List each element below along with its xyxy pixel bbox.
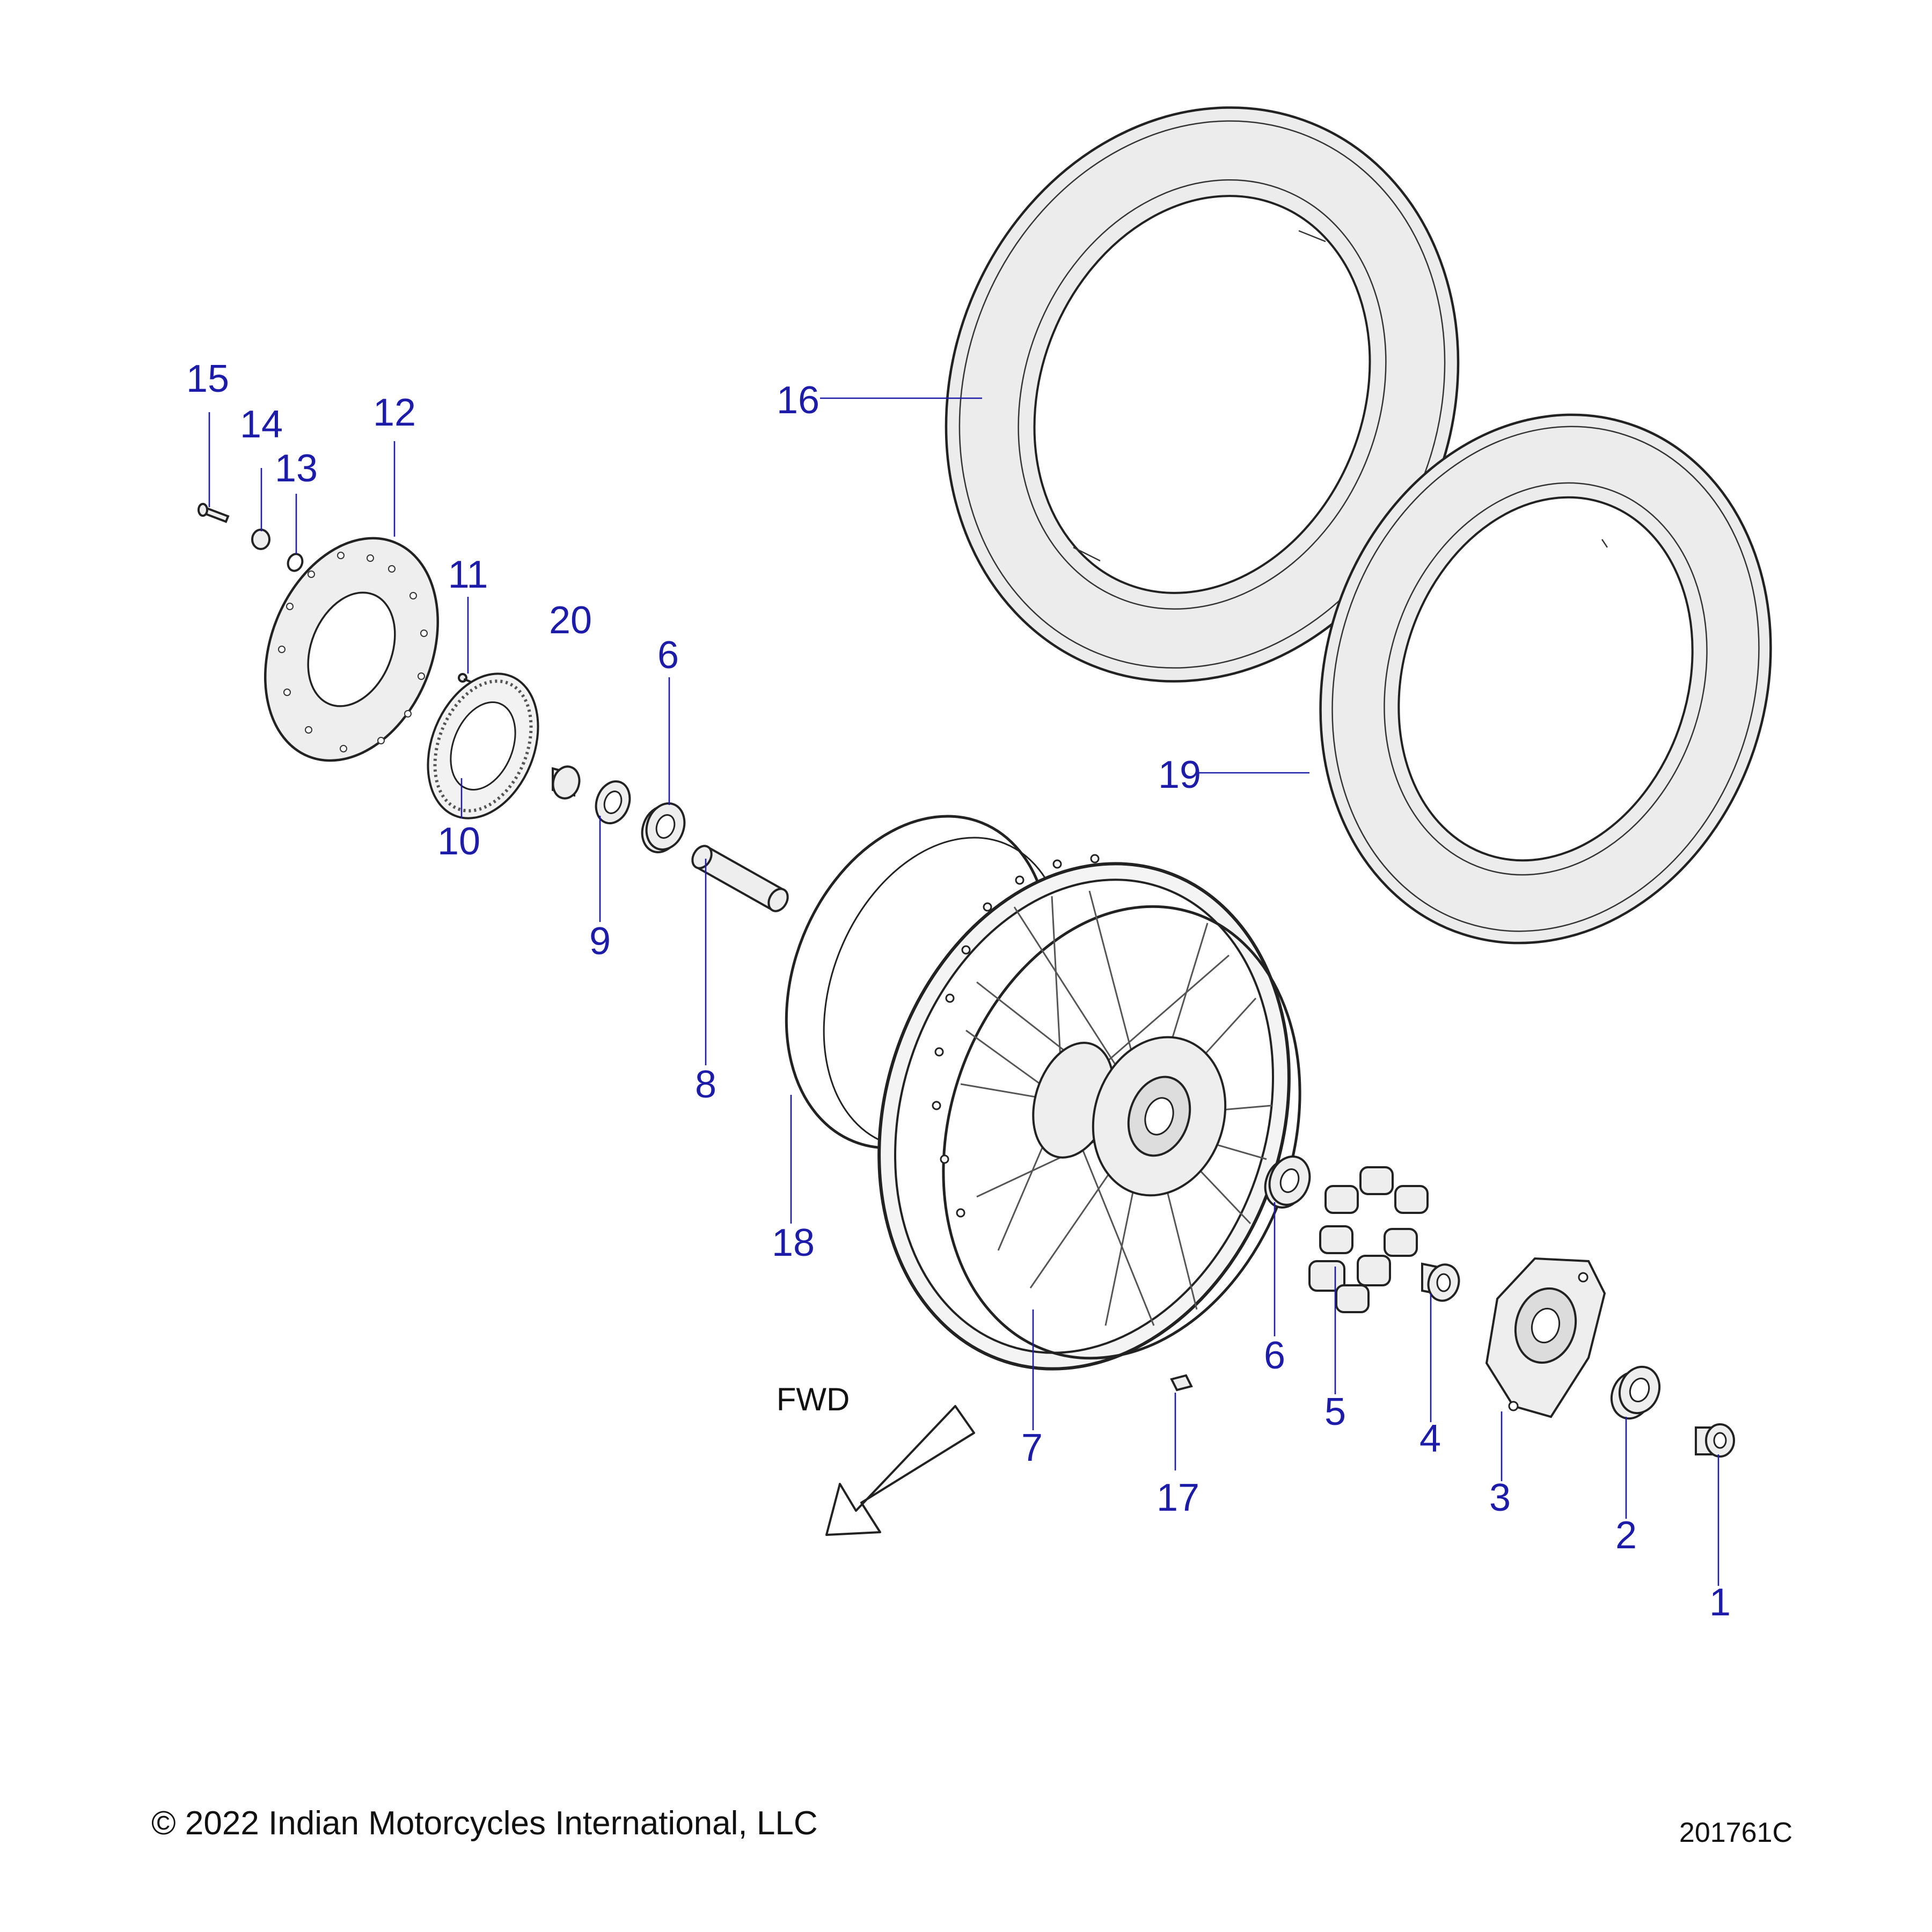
callout-17: 17 [1157, 1476, 1199, 1519]
nut-14 [251, 529, 270, 550]
callout-2: 2 [1615, 1514, 1637, 1557]
callout-3: 3 [1489, 1476, 1511, 1519]
spoked-wheel-7 [877, 854, 1301, 1371]
bearing-2 [1610, 1365, 1661, 1420]
callout-10: 10 [437, 820, 480, 863]
callout-18: 18 [772, 1221, 815, 1264]
spacer-4 [1421, 1262, 1460, 1302]
sprocket-carrier-3 [1485, 1257, 1606, 1418]
spacer-1 [1695, 1423, 1735, 1458]
cush-drive-5 [1308, 1166, 1429, 1313]
spacer-20 [552, 765, 581, 800]
callout-16: 16 [777, 379, 819, 422]
fwd-arrow [825, 1405, 975, 1536]
callout-15: 15 [186, 357, 229, 400]
washer-13 [287, 553, 304, 572]
rim-holes [932, 854, 1100, 1218]
tone-ring-10 [427, 672, 539, 819]
tire-16 [945, 106, 1460, 683]
callout-6-upper: 6 [657, 634, 679, 677]
seal-9 [595, 780, 631, 824]
callout-13: 13 [275, 447, 318, 490]
tire-19 [1319, 413, 1772, 945]
callout-14: 14 [240, 403, 283, 446]
bearing-6-lower [1264, 1155, 1311, 1209]
valve-stem-17 [1170, 1374, 1193, 1392]
callout-9: 9 [589, 920, 611, 963]
direction-label: FWD [777, 1381, 850, 1417]
brake-disc-12 [264, 537, 439, 762]
callout-5: 5 [1324, 1391, 1346, 1433]
callout-7: 7 [1021, 1426, 1043, 1469]
callout-11: 11 [448, 553, 488, 596]
callout-4: 4 [1419, 1417, 1441, 1460]
screw-11 [458, 673, 471, 683]
bearing-6-upper [641, 802, 686, 853]
bolt-15 [197, 503, 230, 523]
callout-12: 12 [373, 391, 416, 434]
callout-6-lower: 6 [1264, 1334, 1285, 1377]
figure-id: 201761C [1679, 1817, 1792, 1848]
callout-20: 20 [549, 599, 592, 642]
leader-lines [208, 397, 1719, 1586]
callout-1: 1 [1709, 1581, 1731, 1624]
callout-19: 19 [1158, 753, 1201, 796]
callout-8: 8 [695, 1063, 716, 1106]
callout-labels: 1 2 3 4 5 6 6 7 8 9 10 11 12 13 14 15 16… [186, 357, 1731, 1624]
copyright-text: © 2022 Indian Motorcycles International,… [151, 1805, 818, 1842]
wheel-hub [1032, 1036, 1227, 1197]
axle-spacer-8 [691, 845, 789, 912]
